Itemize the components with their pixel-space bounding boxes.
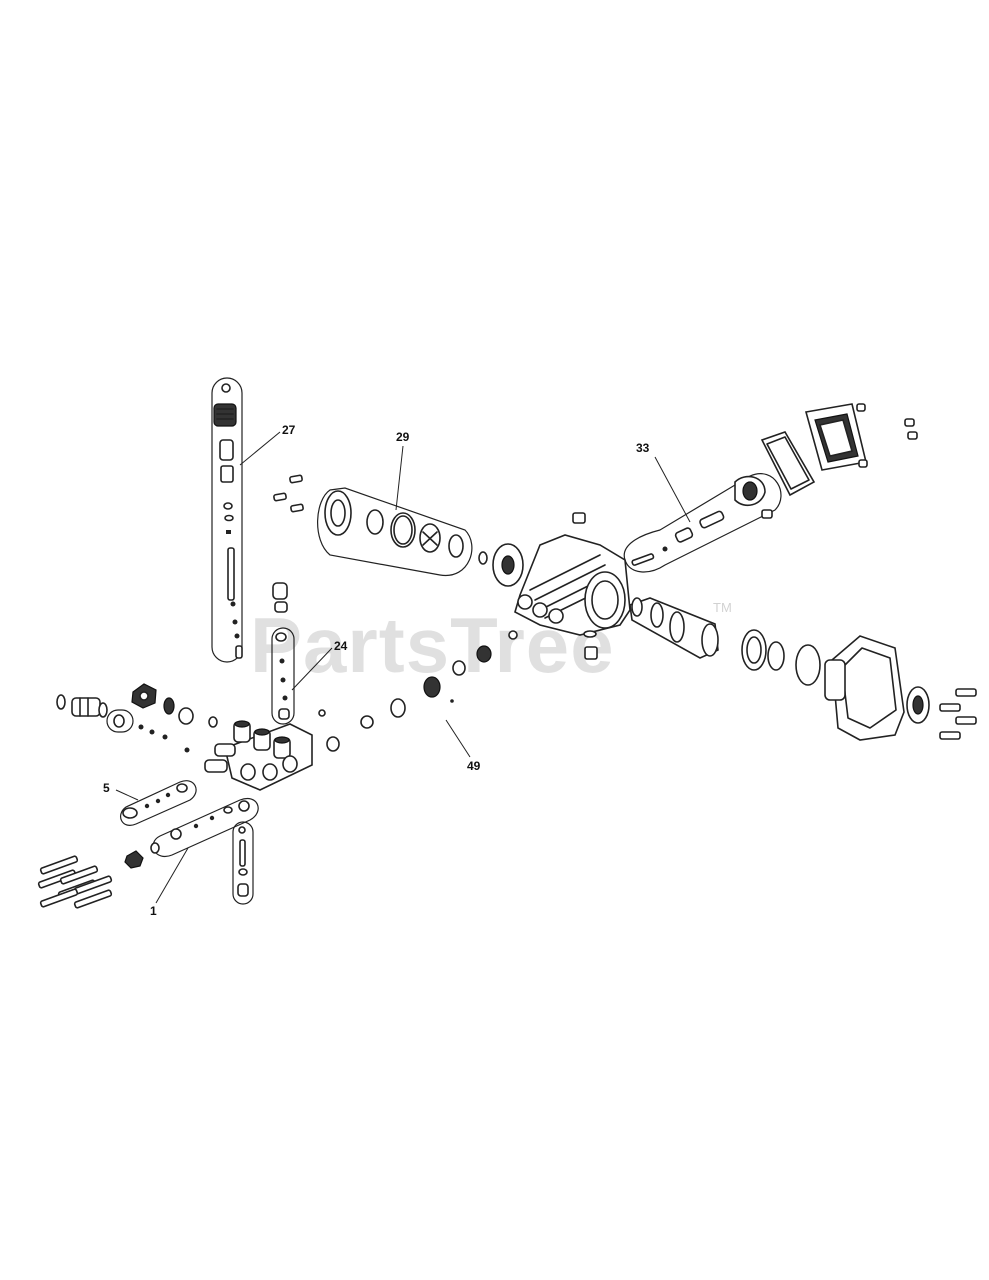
callout-49-label: 49 [467, 759, 481, 773]
group-27-valve-stack[interactable] [211, 377, 243, 663]
callout-49[interactable]: 49 [445, 719, 481, 773]
group-33-connecting-rod[interactable] [623, 473, 782, 573]
screws-right[interactable] [939, 688, 977, 740]
callout-29[interactable]: 29 [395, 430, 410, 511]
watermark-trademark: TM [713, 600, 732, 615]
pump-manifold[interactable] [204, 720, 313, 791]
rear-cover-and-gasket[interactable] [760, 403, 918, 497]
screws-upper-left[interactable] [273, 474, 304, 513]
callout-1[interactable]: 1 [150, 847, 189, 918]
callout-24[interactable]: 24 [291, 639, 348, 691]
unloader-fittings[interactable] [56, 683, 218, 753]
callout-1-label: 1 [150, 904, 157, 918]
group-5-inlet-valve[interactable] [120, 780, 197, 826]
callout-24-label: 24 [334, 639, 348, 653]
callout-5-label: 5 [103, 781, 110, 795]
group-lower-valve-stack[interactable] [232, 821, 254, 905]
callout-5[interactable]: 5 [103, 781, 139, 801]
side-cover-assembly[interactable] [741, 629, 930, 741]
callout-27[interactable]: 27 [239, 423, 296, 466]
plunger-seals[interactable] [318, 630, 518, 752]
group-29-seal-kit[interactable] [317, 487, 473, 576]
group-1-discharge-valve[interactable] [124, 797, 259, 869]
callout-27-label: 27 [282, 423, 296, 437]
pump-crankcase[interactable] [478, 512, 631, 660]
group-24-check-valve[interactable] [271, 582, 295, 725]
callout-33[interactable]: 33 [636, 441, 691, 523]
crankshaft[interactable] [629, 597, 719, 659]
callout-29-label: 29 [396, 430, 410, 444]
callout-33-label: 33 [636, 441, 650, 455]
manifold-bolts[interactable] [37, 855, 113, 909]
